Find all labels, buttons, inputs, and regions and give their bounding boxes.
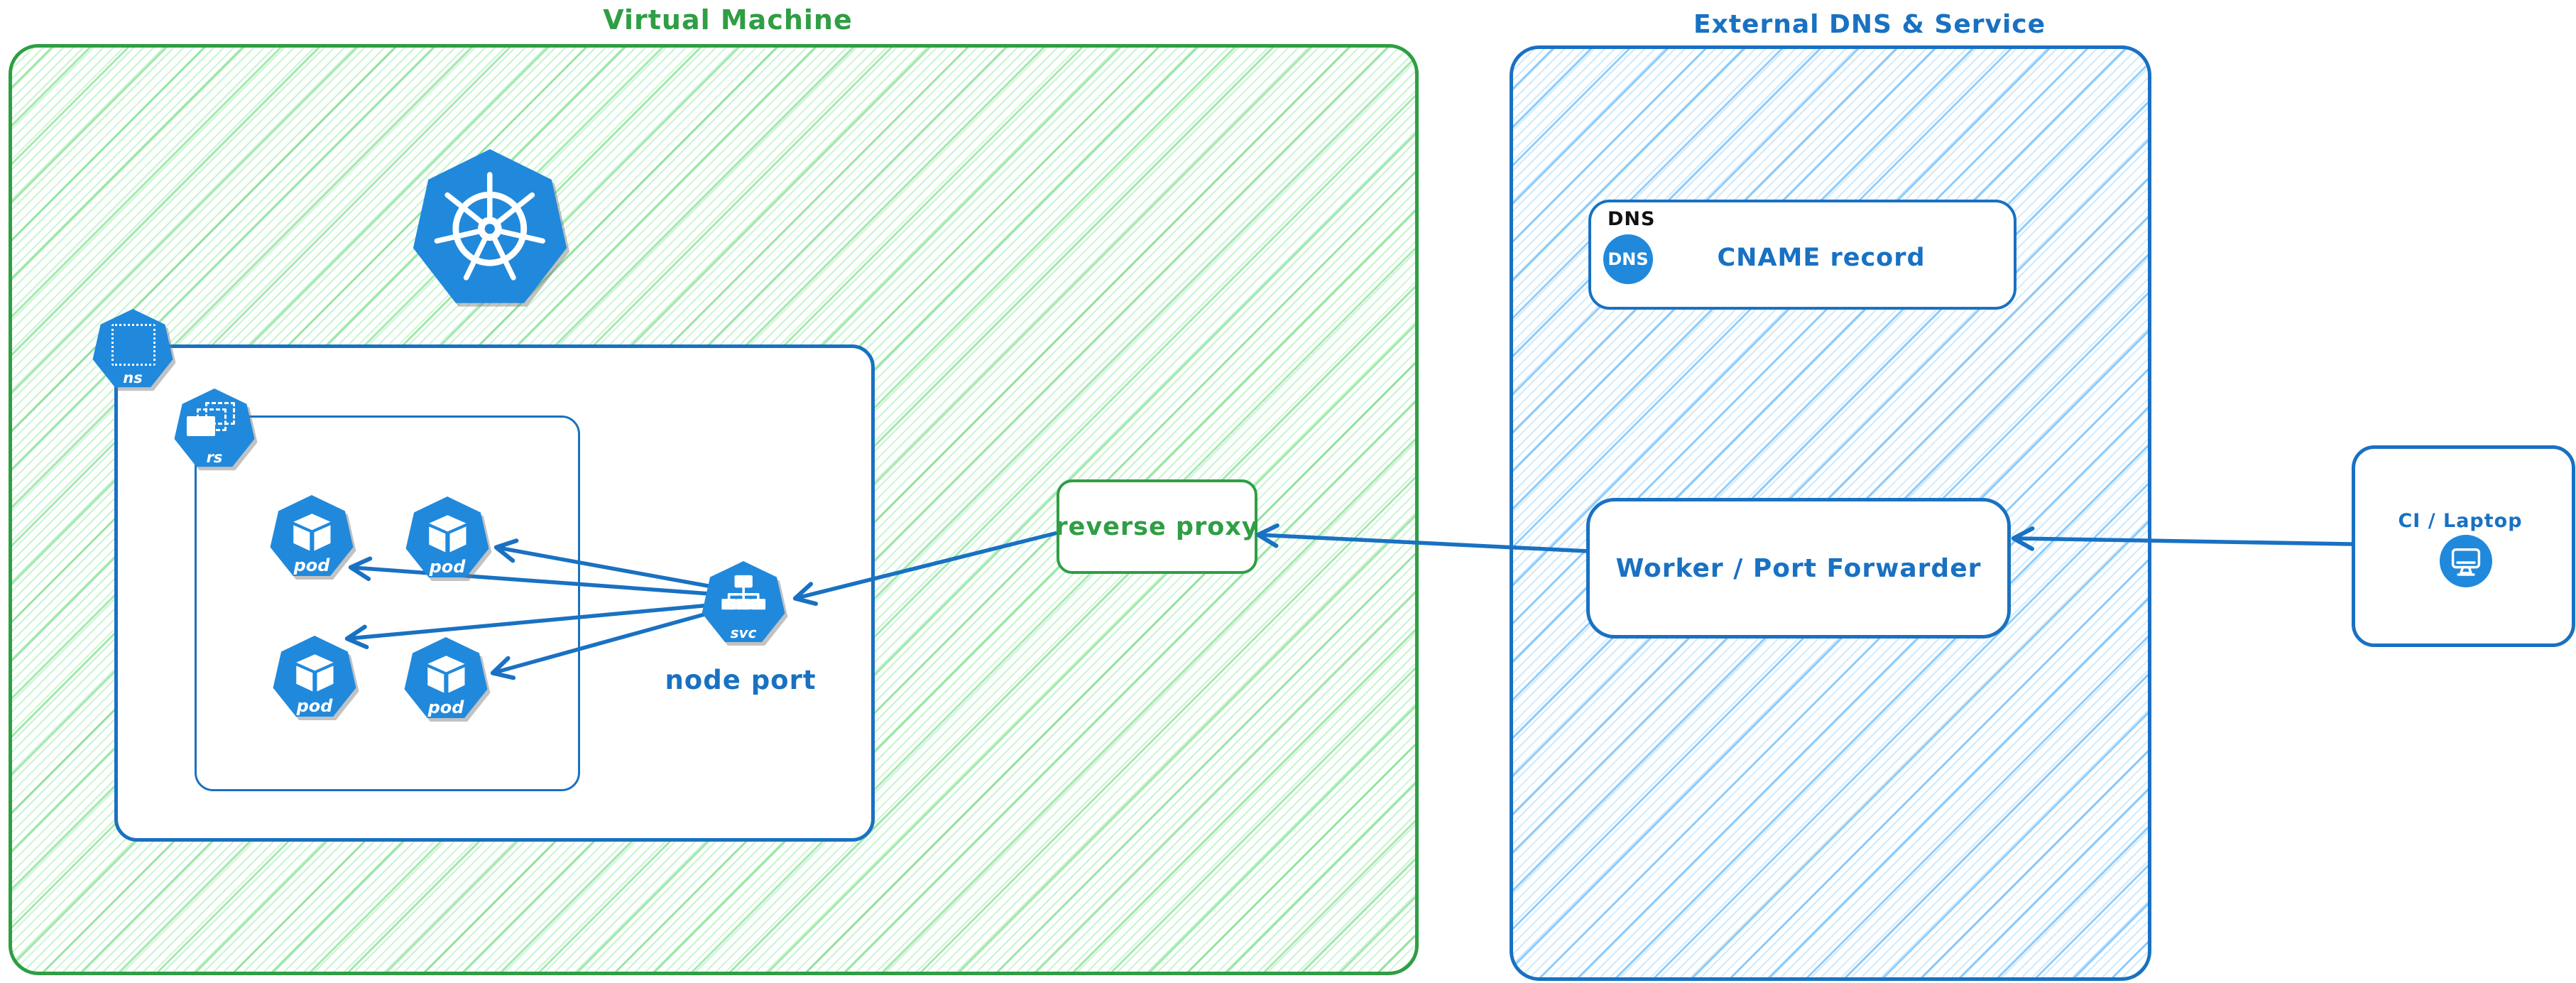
pod-cube-icon bbox=[428, 515, 466, 553]
monitor-icon bbox=[2440, 535, 2492, 587]
dashed-squares-icon bbox=[186, 401, 241, 448]
virtual-machine-title: Virtual Machine bbox=[603, 4, 853, 36]
namespace-label: ns bbox=[123, 369, 143, 387]
kubernetes-logo-icon bbox=[411, 149, 569, 311]
pod-1: pod bbox=[269, 495, 354, 580]
cname-record-label: CNAME record bbox=[1717, 244, 1926, 272]
replicaset-label: rs bbox=[206, 449, 223, 467]
namespace-icon: ns bbox=[92, 309, 174, 391]
external-dns-title: External DNS & Service bbox=[1693, 10, 2046, 39]
pod-2: pod bbox=[405, 496, 490, 582]
pod-4: pod bbox=[403, 637, 489, 722]
cname-record-box bbox=[1588, 200, 2016, 310]
dotted-square-icon bbox=[111, 323, 155, 366]
service-icon bbox=[721, 575, 765, 610]
pod-3: pod bbox=[272, 636, 357, 721]
pod-cube-icon bbox=[427, 656, 465, 693]
node-port-service: svc bbox=[701, 561, 786, 646]
node-port-label: node port bbox=[665, 665, 817, 695]
reverse-proxy-label: reverse proxy bbox=[1055, 512, 1259, 541]
pod-label: pod bbox=[429, 556, 466, 577]
dns-badge-icon: DNS bbox=[1603, 234, 1653, 284]
pod-label: pod bbox=[296, 695, 333, 716]
ci-laptop-label: CI / Laptop bbox=[2398, 510, 2523, 532]
worker-port-forwarder-box: Worker / Port Forwarder bbox=[1586, 498, 2011, 639]
replicaset-box bbox=[195, 416, 580, 791]
pod-label: pod bbox=[427, 697, 464, 717]
replicaset-icon: rs bbox=[173, 389, 256, 471]
worker-port-forwarder-label: Worker / Port Forwarder bbox=[1615, 553, 1982, 583]
pod-label: pod bbox=[293, 555, 330, 575]
pod-cube-icon bbox=[295, 654, 334, 692]
reverse-proxy-box: reverse proxy bbox=[1055, 479, 1259, 574]
dns-group-label: DNS bbox=[1608, 208, 1656, 230]
service-label: svc bbox=[730, 624, 757, 641]
pod-cube-icon bbox=[293, 514, 331, 551]
